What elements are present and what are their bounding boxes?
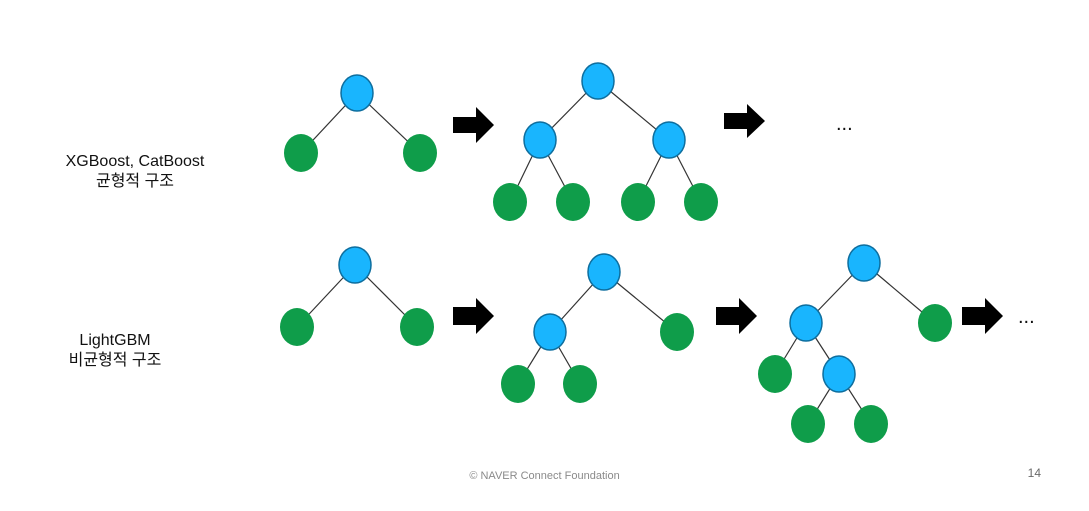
row-label-balanced: XGBoost, CatBoost 균형적 구조 — [40, 152, 230, 192]
leaf-node — [918, 304, 952, 342]
right-arrow-icon — [724, 104, 765, 138]
internal-node — [847, 244, 881, 282]
internal-node — [587, 253, 621, 291]
ellipsis-balanced: ... — [836, 113, 853, 135]
leaf-node — [501, 365, 535, 403]
leaf-node — [758, 355, 792, 393]
leaf-node — [556, 183, 590, 221]
internal-node — [338, 246, 372, 284]
internal-nodes — [338, 62, 881, 393]
leaf-node — [563, 365, 597, 403]
leaf-node — [660, 313, 694, 351]
balanced-subtitle: 균형적 구조 — [95, 173, 175, 190]
internal-node — [652, 121, 686, 159]
internal-node — [789, 304, 823, 342]
internal-node — [340, 74, 374, 112]
leaf-node — [854, 405, 888, 443]
right-arrow-icon — [453, 107, 494, 143]
internal-node — [533, 313, 567, 351]
leaf-node — [791, 405, 825, 443]
leaf-node — [403, 134, 437, 172]
leaf-node — [493, 183, 527, 221]
leaf-node — [284, 134, 318, 172]
balanced-title: XGBoost, CatBoost — [65, 153, 205, 170]
right-arrow-icon — [716, 298, 757, 334]
right-arrow-icon — [962, 298, 1003, 334]
page-number: 14 — [1027, 466, 1041, 480]
internal-node — [523, 121, 557, 159]
leaf-node — [280, 308, 314, 346]
leaf-node — [684, 183, 718, 221]
ellipsis-unbalanced: ... — [1018, 306, 1035, 328]
arrows — [453, 104, 1003, 334]
internal-node — [581, 62, 615, 100]
leaf-node — [621, 183, 655, 221]
leaf-nodes — [280, 134, 952, 443]
right-arrow-icon — [453, 298, 494, 334]
leaf-node — [400, 308, 434, 346]
unbalanced-title: LightGBM — [79, 332, 151, 349]
unbalanced-subtitle: 비균형적 구조 — [68, 352, 162, 369]
row-label-unbalanced: LightGBM 비균형적 구조 — [40, 331, 190, 371]
footer-copyright: © NAVER Connect Foundation — [469, 470, 620, 482]
internal-node — [822, 355, 856, 393]
